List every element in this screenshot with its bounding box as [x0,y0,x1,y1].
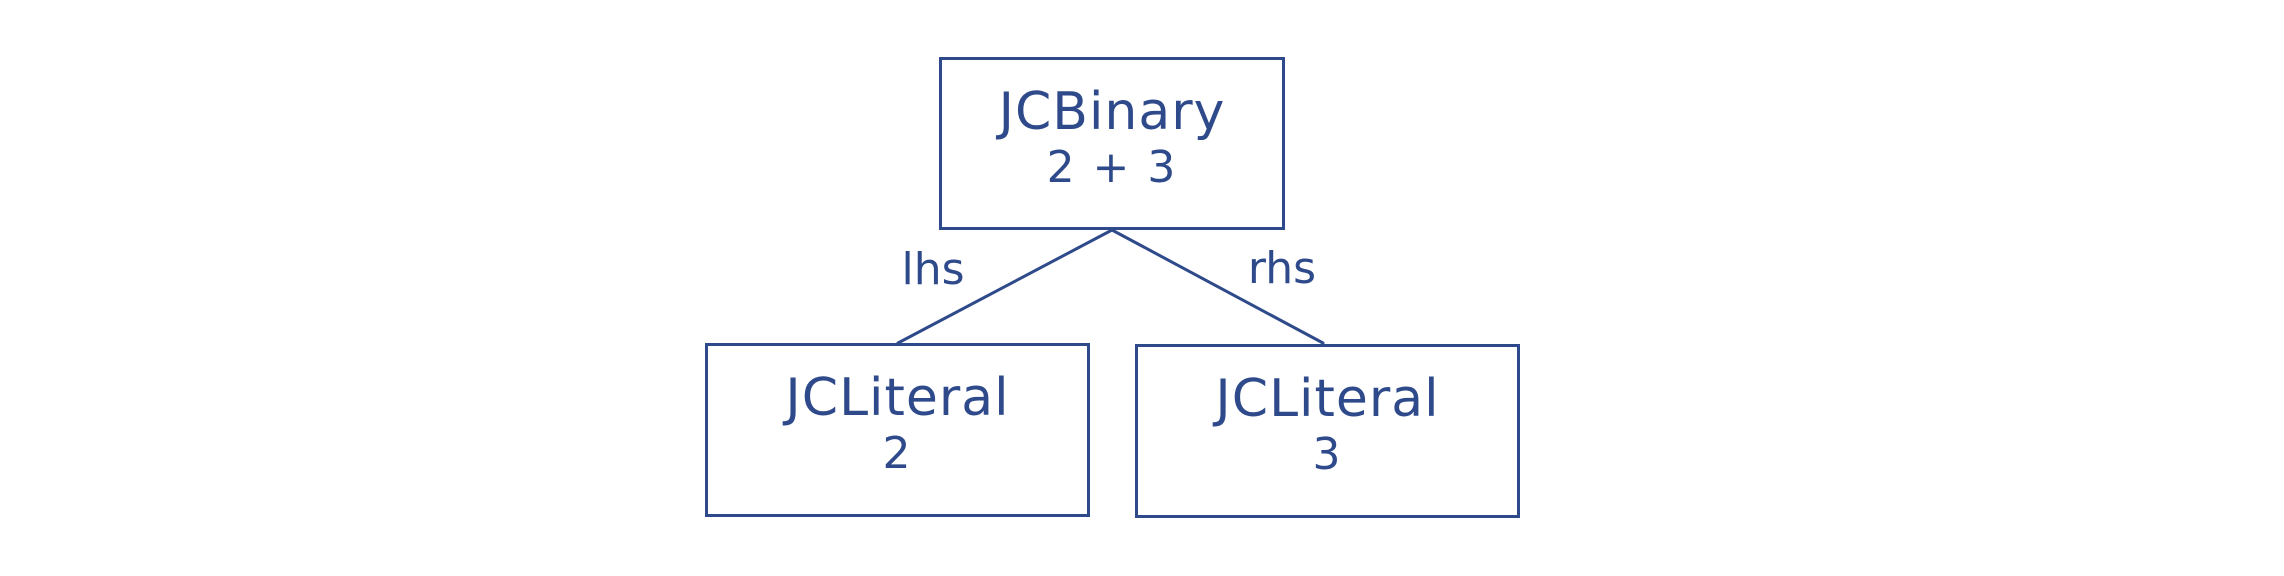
node-jcbinary: JCBinary 2 + 3 [939,57,1285,230]
node-jcbinary-title: JCBinary [998,81,1226,142]
edge-label-lhs: lhs [901,244,965,295]
edge-rhs-line [1110,228,1325,345]
node-jcliteral-rhs: JCLiteral 3 [1135,344,1520,518]
node-jcliteral-lhs: JCLiteral 2 [705,343,1090,517]
edge-lhs-line [896,228,1114,345]
node-jcliteral-lhs-title: JCLiteral [785,368,1010,428]
node-jcliteral-lhs-value: 2 [882,428,913,479]
node-jcbinary-value: 2 + 3 [1046,141,1178,193]
node-jcliteral-rhs-value: 3 [1312,429,1343,480]
edge-label-rhs: rhs [1247,243,1317,294]
node-jcliteral-rhs-title: JCLiteral [1215,369,1440,429]
